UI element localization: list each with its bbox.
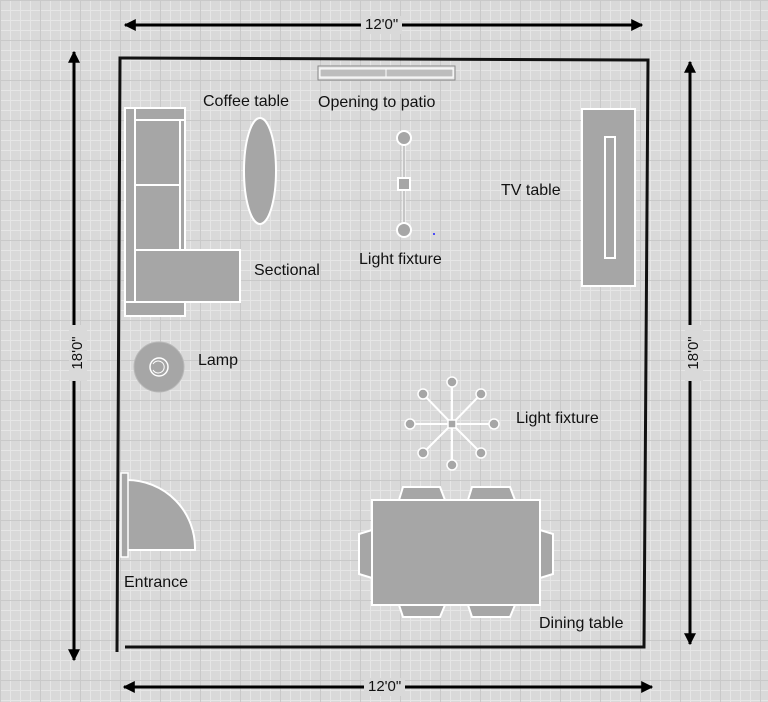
light-fixture-2-label: Light fixture — [516, 410, 599, 427]
sectional-label: Sectional — [254, 262, 320, 279]
patio-opening-label: Opening to patio — [318, 94, 436, 111]
right-dimension-label: 18'0" — [685, 325, 703, 381]
top-dimension-label: 12'0" — [361, 16, 403, 34]
blue-dot-marker — [433, 233, 435, 235]
left-dimension-label: 18'0" — [69, 325, 87, 381]
lamp — [133, 341, 185, 393]
entrance-door — [120, 472, 197, 558]
tv-table-label: TV table — [501, 182, 561, 199]
entrance-label: Entrance — [124, 574, 189, 591]
room-walls — [115, 56, 650, 653]
dining-table — [358, 486, 554, 618]
coffee-table-label: Coffee table — [203, 93, 289, 110]
bottom-dimension-label: 12'0" — [364, 678, 406, 696]
patio-opening — [317, 65, 456, 81]
light-fixture-1-label: Light fixture — [359, 251, 442, 268]
coffee-table — [243, 117, 277, 225]
light-fixture-1 — [396, 130, 412, 238]
dining-table-label: Dining table — [539, 615, 624, 632]
tv-table — [581, 108, 636, 287]
light-fixture-2 — [404, 376, 500, 471]
sectional-sofa — [124, 107, 241, 317]
lamp-label: Lamp — [198, 352, 239, 369]
